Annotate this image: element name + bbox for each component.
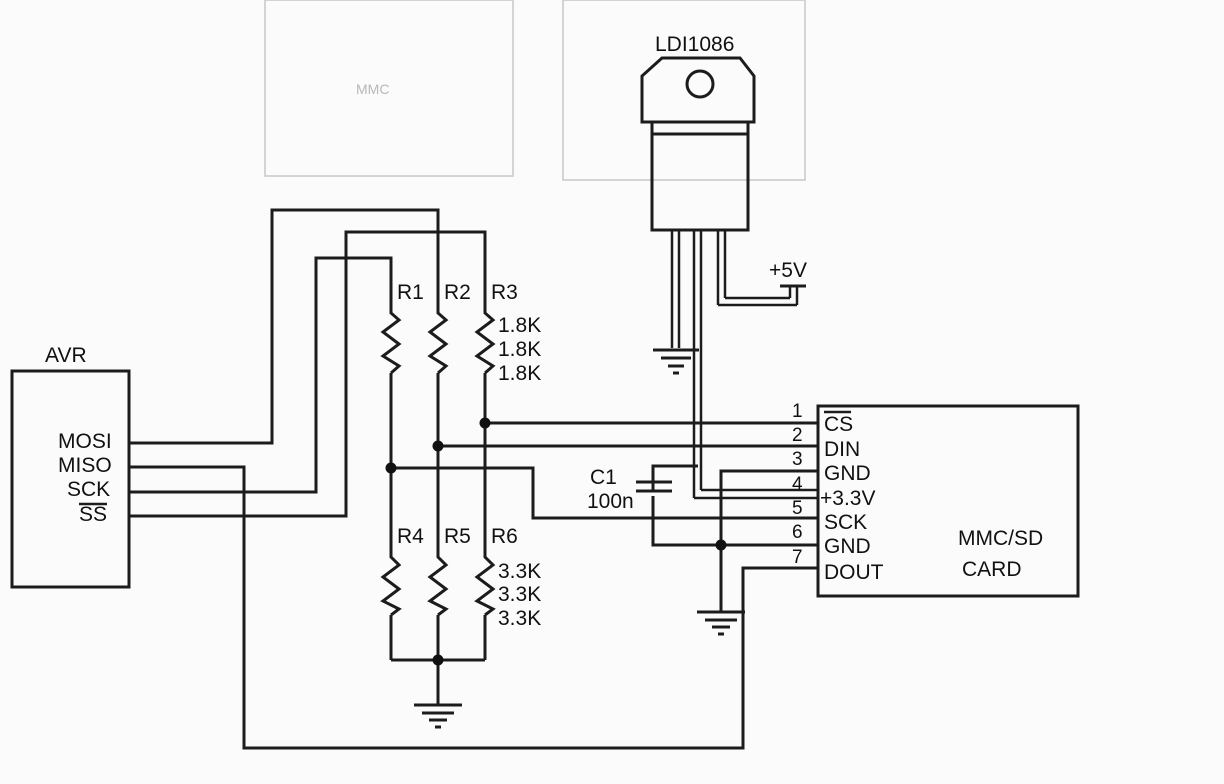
r1-label: R1 — [397, 281, 424, 304]
avr-pin-miso: MISO — [58, 454, 112, 477]
regulator-body — [650, 120, 750, 232]
r6-label: R6 — [491, 525, 518, 548]
divider-ground — [414, 703, 462, 729]
card-pin-5-number: 5 — [792, 498, 803, 519]
wires — [129, 208, 818, 750]
capacitor-c1: C1 100n — [587, 466, 634, 513]
r3-value: 1.8K — [498, 362, 541, 385]
regulator-tab — [640, 56, 756, 124]
resistor-zigzags — [380, 300, 496, 617]
mmc-sd-card: MMC/SD CARD 1 2 3 4 5 6 7 CS DIN GND +3.… — [792, 401, 1080, 598]
avr-pin-sck: SCK — [67, 478, 110, 501]
r5-value: 3.3K — [498, 583, 541, 606]
card-pin-7-number: 7 — [792, 547, 803, 568]
card-pin-cs: CS — [824, 413, 853, 436]
r6-value: 3.3K — [498, 607, 541, 630]
avr-pin-ss: SS — [79, 503, 107, 526]
r3-label: R3 — [491, 281, 518, 304]
card-pin-2-number: 2 — [792, 425, 803, 446]
avr-label: AVR — [45, 344, 87, 367]
card-pin-1-number: 1 — [792, 401, 803, 422]
regulator-mounting-hole — [685, 69, 715, 99]
r5-label: R5 — [444, 525, 471, 548]
junctions — [385, 417, 727, 666]
r2-value: 1.8K — [498, 338, 541, 361]
r1-value: 1.8K — [498, 314, 541, 337]
card-pin-din: DIN — [824, 438, 860, 461]
faint-mmc-label: MMC — [356, 81, 389, 97]
r2-label: R2 — [444, 281, 471, 304]
avr-block: AVR MOSI MISO SCK SS — [10, 344, 131, 589]
faint-background-boxes: MMC — [264, 0, 806, 181]
r4-value: 3.3K — [498, 560, 541, 583]
card-pin-3v3: +3.3V — [820, 487, 875, 510]
resistor-labels: R1 R2 R3 1.8K 1.8K 1.8K R4 R5 R6 3.3K 3.… — [397, 281, 541, 630]
card-pin-3-number: 3 — [792, 449, 803, 470]
regulator-ground — [653, 348, 699, 375]
supply-5v: +5V — [718, 259, 807, 307]
c1-value: 100n — [587, 490, 634, 513]
card-pin-4-number: 4 — [792, 474, 803, 495]
card-pin-dout: DOUT — [824, 561, 884, 584]
r4-label: R4 — [397, 525, 424, 548]
card-pin-sck: SCK — [824, 511, 867, 534]
card-name-line2: CARD — [962, 558, 1022, 581]
card-pin-gnd-3: GND — [824, 462, 871, 485]
regulator-ldi1086: LDI1086 — [640, 33, 756, 498]
supply-5v-label: +5V — [769, 259, 807, 282]
avr-body — [10, 369, 131, 589]
card-ground — [697, 610, 745, 636]
card-body — [816, 404, 1080, 598]
card-name-line1: MMC/SD — [958, 527, 1043, 550]
c1-label: C1 — [590, 466, 617, 489]
card-pin-6-number: 6 — [792, 522, 803, 543]
card-pin-gnd-6: GND — [824, 535, 871, 558]
avr-pin-mosi: MOSI — [58, 430, 112, 453]
regulator-label: LDI1086 — [655, 33, 734, 56]
